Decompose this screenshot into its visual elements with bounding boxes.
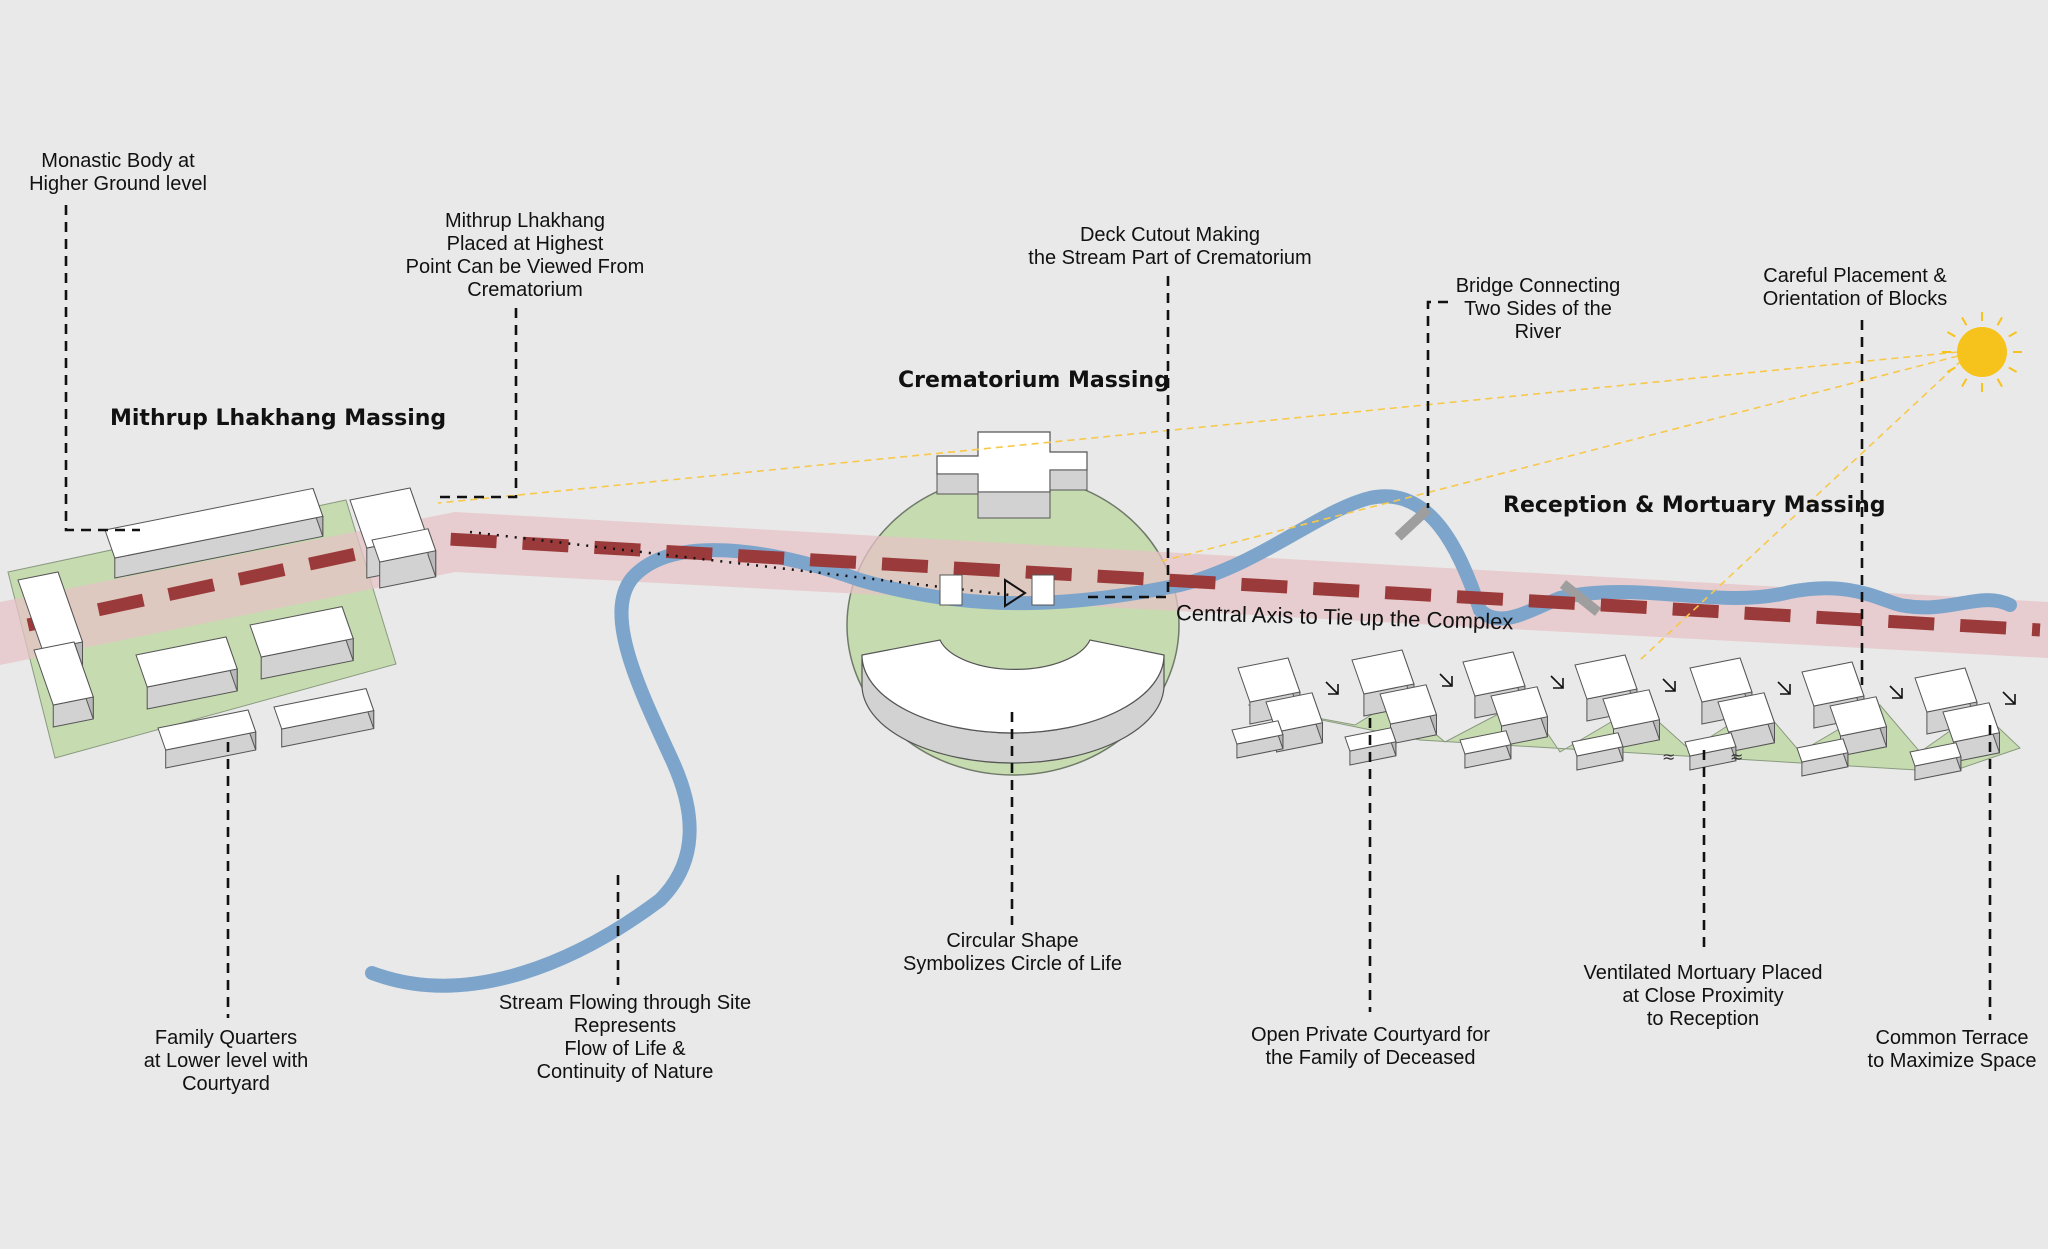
reception-unit-7-b-top	[1942, 702, 2001, 743]
label-careful-placement: Careful Placement & Orientation of Block…	[1762, 265, 1948, 310]
central-axis-line	[26, 530, 2041, 637]
reception-unit-4-a-top	[1574, 654, 1638, 700]
vent-glyph-right: ≈	[1730, 747, 1743, 766]
mortuary-box-4-top	[1571, 732, 1624, 757]
mortuary-box-6-top	[1796, 738, 1849, 763]
title-mithrup: Mithrup Lhakhang Massing	[110, 406, 447, 431]
label-ventilated-mortuary: Ventilated Mortuary Placed at Close Prox…	[1583, 962, 1823, 1030]
quarters-block-c-top	[135, 636, 238, 688]
quarters-block-a-top	[17, 571, 84, 651]
title-crematorium: Crematorium Massing	[898, 368, 1170, 393]
label-deck-cutout: Deck Cutout Making the Stream Part of Cr…	[1028, 224, 1312, 269]
sun-ray-tick-8	[1946, 331, 1956, 338]
lhakhang-block-b-top	[371, 528, 437, 563]
central-axis-band	[0, 512, 2048, 665]
flow-arrow-6	[1889, 685, 1903, 699]
sun-ray-tick-9	[1961, 316, 1968, 326]
reception-unit-5-b-top	[1717, 692, 1776, 733]
reception-unit-1-a-top	[1237, 657, 1301, 703]
quarters-block-e-top	[157, 709, 257, 751]
cross-block-side-a	[936, 473, 979, 495]
leader-monastic	[64, 205, 140, 532]
deck-post-right	[1031, 574, 1055, 606]
monastic-long-block-top	[104, 487, 324, 559]
sun-ray-tick-5	[1961, 378, 1968, 388]
label-monastic-body: Monastic Body at Higher Ground level	[29, 150, 207, 195]
leader-deck	[1085, 276, 1170, 599]
sun-ray-tick-11	[1996, 316, 2003, 326]
sun-ray-2	[1157, 355, 1959, 563]
sightline-dotted	[469, 530, 1011, 597]
label-open-courtyard: Open Private Courtyard for the Family of…	[1251, 1024, 1490, 1069]
flow-arrow-7	[2002, 691, 2016, 705]
quarters-block-b-top	[33, 641, 94, 706]
axis-band-shape	[0, 512, 2048, 665]
flow-arrow-2	[1439, 673, 1453, 687]
reception-unit-7-a-top	[1914, 667, 1978, 713]
quarters-block-d-top	[249, 606, 354, 658]
ring-top	[861, 639, 1165, 734]
flow-arrow-5	[1777, 681, 1791, 695]
reception-unit-3-a-top	[1462, 651, 1526, 697]
label-bridge: Bridge Connecting Two Sides of the River	[1455, 275, 1621, 343]
cross-block-side-b	[977, 491, 1051, 519]
sun-ray-1	[437, 351, 1959, 504]
sun-ray-tick-2	[2008, 366, 2018, 373]
label-common-terrace: Common Terrace to Maximize Space	[1867, 1027, 2037, 1072]
flow-arrow-3	[1550, 675, 1564, 689]
viewpoint-marker	[1004, 578, 1027, 608]
mortuary-box-3-top	[1459, 730, 1512, 755]
sun-ray-tick-12	[2008, 331, 2018, 338]
vent-glyph-left: ≈	[1662, 747, 1675, 766]
mortuary-box-5-top	[1684, 732, 1737, 757]
leader-lines	[64, 205, 1992, 1020]
bridge-mark-1	[1394, 505, 1432, 541]
leader-mithrup	[435, 308, 518, 499]
crematorium-massing	[861, 431, 1165, 764]
flow-arrow-1	[1325, 681, 1339, 695]
deck-post-left	[939, 574, 963, 606]
reception-unit-4-b-top	[1602, 689, 1661, 730]
label-family-quarters: Family Quarters at Lower level with Cour…	[143, 1027, 309, 1095]
sun-icon	[1957, 327, 2007, 377]
leader-bridge	[1426, 300, 1448, 508]
reception-unit-6-a-top	[1801, 661, 1865, 707]
reception-unit-5-a-top	[1689, 657, 1753, 703]
sun-ray-tick-3	[1996, 378, 2003, 388]
label-mithrup-placed: Mithrup Lhakhang Placed at Highest Point…	[405, 210, 645, 301]
bridge-mark-2	[1559, 580, 1602, 616]
title-reception: Reception & Mortuary Massing	[1503, 493, 1886, 518]
quarters-block-f-top	[273, 688, 375, 730]
label-circular-shape: Circular Shape Symbolizes Circle of Life	[903, 930, 1122, 975]
reception-unit-2-a-top	[1351, 649, 1415, 695]
mortuary-box-7-top	[1909, 742, 1962, 767]
reception-unit-3-b-top	[1490, 686, 1549, 727]
label-stream: Stream Flowing through Site Represents F…	[498, 992, 752, 1083]
sun-group	[437, 312, 2022, 661]
building-blocks: ≈≈	[17, 487, 2016, 781]
sun-ray-tick-6	[1946, 366, 1956, 373]
mortuary-box-1-top	[1231, 720, 1284, 745]
sun-ray-3	[1639, 359, 1963, 661]
cross-block-side-c	[1049, 469, 1088, 491]
reception-unit-6-b-top	[1829, 696, 1888, 737]
flow-arrow-4	[1662, 678, 1676, 692]
reception-unit-2-b-top	[1379, 684, 1438, 725]
